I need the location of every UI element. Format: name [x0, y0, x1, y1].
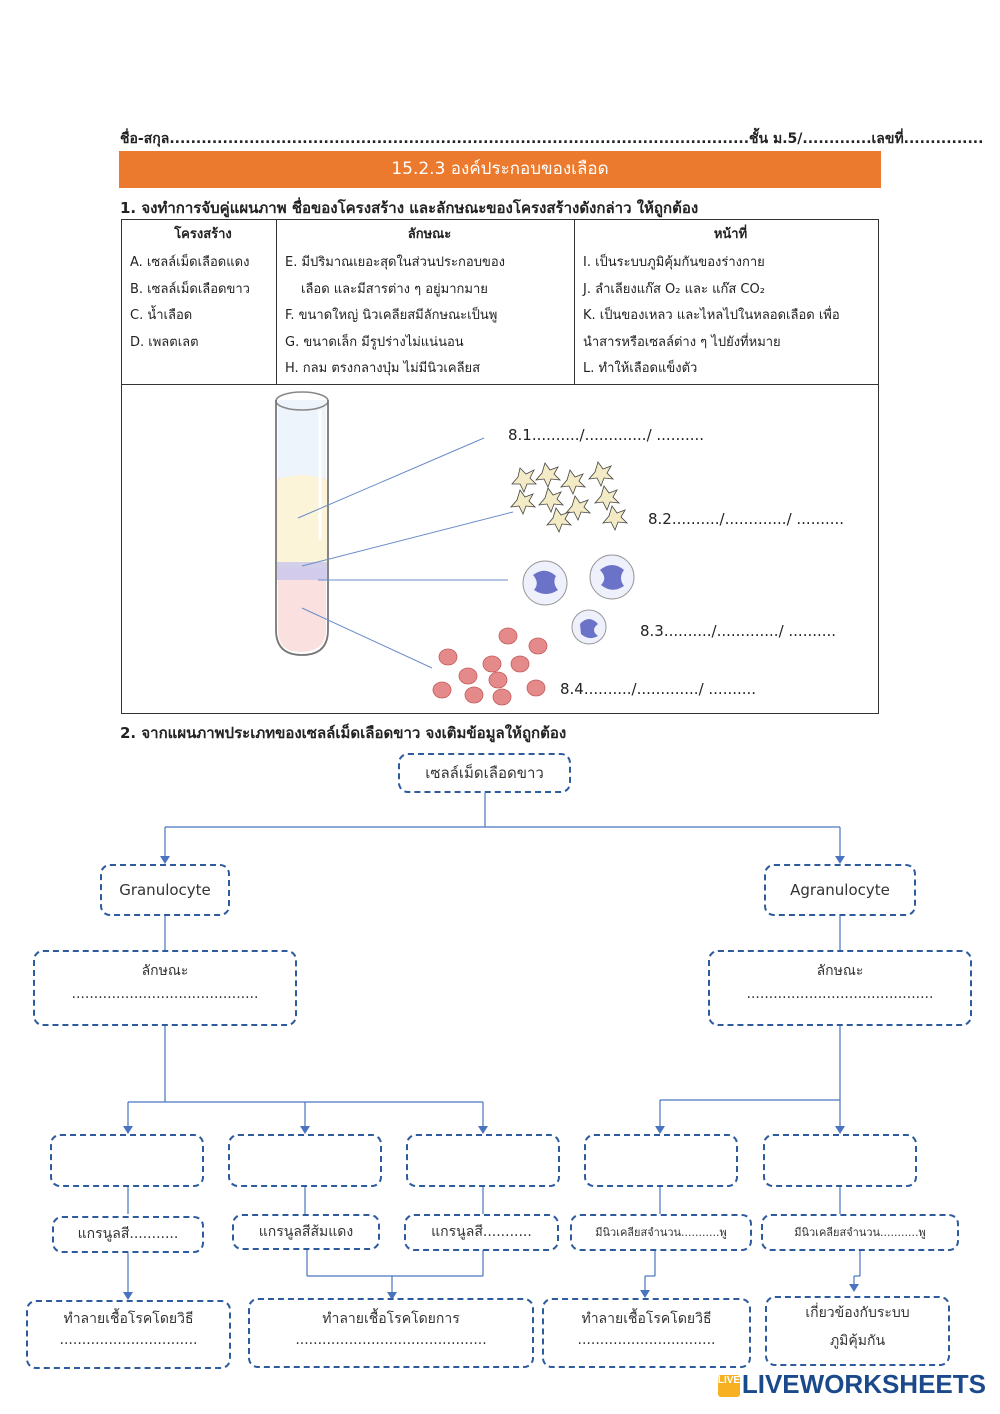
column-divider [574, 220, 575, 384]
white-blood-cells-icon [522, 554, 635, 645]
column-divider [276, 220, 277, 384]
logo-mark-icon: LIVE [717, 1375, 740, 1398]
function-item: L. ทำให้เลือดแข็งตัว [583, 361, 698, 376]
liveworksheets-logo: LIVELIVEWORKSHEETS [717, 1369, 986, 1400]
characteristic-item: E. มีปริมาณเยอะสุดในส่วนประกอบของ [285, 255, 505, 270]
structure-item: D. เพลตเลต [130, 334, 199, 350]
structure-item: A. เซลล์เม็ดเลือดแดง [130, 255, 250, 270]
structure-header: โครงสร้าง [174, 227, 232, 242]
stain-label[interactable]: แกรนูลสี........... [77, 1226, 179, 1242]
characteristic-item: F. ขนาดใหญ่ นิวเคลียสมีลักษณะเป็นพู [285, 308, 498, 323]
agranulocyte-box: Agranulocyte [764, 864, 916, 916]
granulocyte-function-box-2[interactable]: ทำลายเชื้อโรคโดยการ ....................… [248, 1298, 534, 1368]
characteristic-column: ลักษณะ E. มีปริมาณเยอะสุดในส่วนประกอบของ… [277, 220, 574, 384]
pointer-line [301, 511, 514, 567]
answer-8-4[interactable]: 8.4........../............./ .......... [560, 680, 757, 698]
function-blank[interactable]: ........................................… [295, 1332, 487, 1348]
stain-box-1[interactable]: แกรนูลสี........... [52, 1216, 204, 1253]
table-divider [122, 384, 878, 385]
red-blood-cells-icon [432, 627, 548, 706]
question1-title: 1. จงทำการจับคู่แผนภาพ ชื่อของโครงสร้าง … [120, 199, 699, 217]
agranulocyte-char-box[interactable]: ลักษณะ .................................… [708, 950, 972, 1026]
function-label-2: ภูมิคุ้มกัน [829, 1333, 886, 1349]
root-label: เซลล์เม็ดเลือดขาว [425, 764, 544, 782]
function-label: ทำลายเชื้อโรคโดยวิธี [63, 1311, 194, 1327]
structure-item: C. น้ำเลือด [130, 308, 193, 323]
matching-table: โครงสร้าง A. เซลล์เม็ดเลือดแดง B. เซลล์เ… [121, 219, 879, 714]
platelets-icon [510, 461, 629, 533]
function-item: J. ลำเลียงแก๊ส O₂ และ แก๊ส CO₂ [583, 281, 765, 297]
granulocyte-label: Granulocyte [119, 881, 211, 899]
characteristic-item: H. กลม ตรงกลางบุ๋ม ไม่มีนิวเคลียส [285, 361, 481, 376]
pointer-line [301, 607, 433, 669]
root-box: เซลล์เม็ดเลือดขาว [398, 753, 571, 793]
function-item: K. เป็นของเหลว และไหลไปในหลอดเลือด เพื่อ [583, 308, 840, 323]
stain-label[interactable]: แกรนูลสี........... [431, 1224, 532, 1240]
granulocyte-function-box-1[interactable]: ทำลายเชื้อโรคโดยวิธี ...................… [26, 1300, 231, 1369]
char-label: ลักษณะ [816, 963, 864, 979]
nucleus-label[interactable]: มีนิวเคลียสจำนวน...........พู [794, 1226, 926, 1239]
agranulocyte-type-box-2[interactable] [763, 1134, 917, 1187]
pointer-line [297, 437, 485, 519]
stain-label: แกรนูลสีส้มแดง [258, 1224, 354, 1240]
stain-box-2: แกรนูลสีส้มแดง [232, 1214, 380, 1250]
char-blank[interactable]: ........................................… [71, 986, 259, 1002]
arrowheads [123, 856, 859, 1300]
name-line[interactable]: ชื่อ-สกุล...............................… [120, 131, 984, 147]
answer-8-1[interactable]: 8.1........../............./ .......... [508, 426, 705, 444]
agranulocyte-label: Agranulocyte [790, 881, 890, 899]
function-column: หน้าที่ I. เป็นระบบภูมิคุ้มกันของร่างกาย… [575, 220, 878, 384]
question2-title: 2. จากแผนภาพประเภทของเซลล์เม็ดเลือดขาว จ… [120, 724, 567, 742]
granulocyte-type-box-2[interactable] [228, 1134, 382, 1187]
nucleus-box-1[interactable]: มีนิวเคลียสจำนวน...........พู [570, 1214, 752, 1251]
nucleus-label[interactable]: มีนิวเคลียสจำนวน...........พู [595, 1226, 727, 1239]
test-tube-icon [275, 391, 329, 656]
structure-column: โครงสร้าง A. เซลล์เม็ดเลือดแดง B. เซลล์เ… [122, 220, 276, 384]
characteristic-item: G. ขนาดเล็ก มีรูปร่างไม่แน่นอน [285, 334, 464, 350]
answer-8-3[interactable]: 8.3........../............./ .......... [640, 622, 837, 640]
char-blank[interactable]: ........................................… [746, 986, 934, 1002]
page-title: 15.2.3 องค์ประกอบของเลือด [119, 151, 881, 188]
function-blank[interactable]: ............................... [577, 1332, 716, 1348]
nucleus-box-2[interactable]: มีนิวเคลียสจำนวน...........พู [761, 1214, 959, 1251]
function-label: เกี่ยวข้องกับระบบ [805, 1305, 910, 1321]
function-item: I. เป็นระบบภูมิคุ้มกันของร่างกาย [583, 255, 765, 270]
characteristic-item: เลือด และมีสารต่าง ๆ อยู่มากมาย [301, 281, 488, 297]
granulocyte-type-box-3[interactable] [406, 1134, 560, 1187]
agranulocyte-type-box-1[interactable] [584, 1134, 738, 1187]
granulocyte-char-box[interactable]: ลักษณะ .................................… [33, 950, 297, 1026]
stain-box-3[interactable]: แกรนูลสี........... [404, 1214, 559, 1251]
structure-item: B. เซลล์เม็ดเลือดขาว [130, 281, 250, 297]
function-label: ทำลายเชื้อโรคโดยการ [322, 1311, 460, 1327]
function-header: หน้าที่ [713, 227, 748, 242]
function-item: นำสารหรือเซลล์ต่าง ๆ ไปยังที่หมาย [583, 334, 781, 350]
function-label: ทำลายเชื้อโรคโดยวิธี [581, 1311, 712, 1327]
granulocyte-box: Granulocyte [100, 864, 230, 916]
function-blank[interactable]: ............................... [59, 1332, 198, 1348]
characteristic-header: ลักษณะ [407, 227, 452, 242]
agranulocyte-function-box-2: เกี่ยวข้องกับระบบ ภูมิคุ้มกัน [765, 1296, 950, 1366]
char-label: ลักษณะ [141, 963, 189, 979]
logo-text: LIVEWORKSHEETS [741, 1369, 986, 1399]
agranulocyte-function-box-1[interactable]: ทำลายเชื้อโรคโดยวิธี ...................… [542, 1298, 751, 1368]
granulocyte-type-box-1[interactable] [50, 1134, 204, 1187]
answer-8-2[interactable]: 8.2........../............./ .......... [648, 510, 845, 528]
